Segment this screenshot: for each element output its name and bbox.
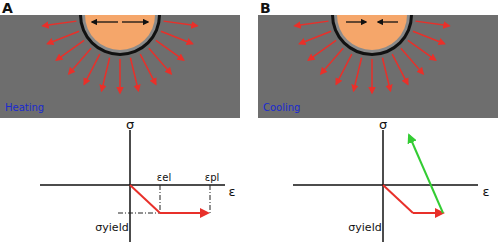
- melt-pool: [295, 15, 449, 93]
- substrate: [258, 15, 498, 118]
- stress-strain-right: [293, 130, 478, 242]
- stress-strain-left: [40, 130, 225, 242]
- axis-label: σyield: [348, 222, 381, 233]
- axis-label: σ: [379, 118, 387, 131]
- axis-label: σyield: [95, 222, 128, 233]
- melt-pool: [43, 15, 197, 93]
- panel-letter: B: [260, 1, 271, 15]
- axis-label: ε: [482, 185, 489, 198]
- axis-label: εel: [157, 173, 171, 183]
- axis-label: εpl: [205, 173, 220, 183]
- substrate: [0, 15, 240, 118]
- panel-caption: Heating: [5, 103, 44, 113]
- axis-label: σ: [126, 118, 134, 131]
- panel-caption: Cooling: [263, 103, 300, 113]
- axis-label: ε: [228, 185, 235, 198]
- panel-letter: A: [2, 1, 13, 15]
